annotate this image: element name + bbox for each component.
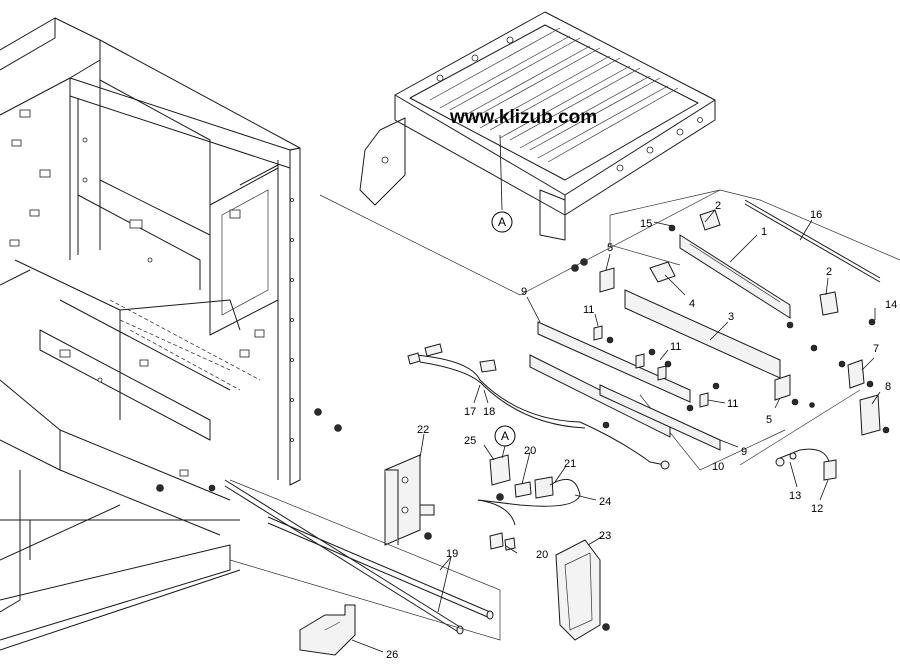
rail-screws xyxy=(571,224,890,434)
bracket-26 xyxy=(299,604,356,656)
callout-a-top: A xyxy=(491,134,513,233)
sensor-group xyxy=(477,454,581,551)
part-label-23: 23 xyxy=(599,530,611,542)
part-label-21: 21 xyxy=(564,458,576,470)
callout-a-mid: A xyxy=(494,425,516,459)
part-label-11: 11 xyxy=(670,341,681,353)
sensor-bracket-22 xyxy=(384,454,435,546)
part-label-5: 5 xyxy=(607,242,613,254)
rail-assembly xyxy=(319,189,900,481)
part-label-26: 26 xyxy=(386,649,398,661)
part-label-9: 9 xyxy=(741,446,747,458)
part-label-17: 17 xyxy=(464,406,476,418)
top-tray-assembly xyxy=(359,11,716,241)
main-frame xyxy=(0,17,432,651)
part-label-8: 8 xyxy=(885,381,891,393)
watermark-text: www.klizub.com xyxy=(449,107,597,128)
svg-text:A: A xyxy=(498,215,506,229)
part-label-20: 20 xyxy=(536,549,548,561)
part-label-18: 18 xyxy=(483,406,495,418)
part-label-24: 24 xyxy=(599,496,611,508)
part-number-labels: 1 2 2 3 4 5 5 7 8 9 9 10 11 11 11 12 13 … xyxy=(386,200,897,661)
part-label-14: 14 xyxy=(885,299,897,311)
part-label-12: 12 xyxy=(811,503,823,515)
part-label-11: 11 xyxy=(583,304,594,316)
part-label-2: 2 xyxy=(715,200,721,212)
part-label-13: 13 xyxy=(789,490,801,502)
part-label-11: 11 xyxy=(727,398,738,410)
part-label-19: 19 xyxy=(446,548,458,560)
part-label-15: 15 xyxy=(640,218,652,230)
part-label-7: 7 xyxy=(873,343,879,355)
rods-19 xyxy=(224,479,501,641)
wire-harness xyxy=(407,343,670,470)
tray-holes xyxy=(381,36,703,172)
part-label-9: 9 xyxy=(521,286,527,298)
frame-screws xyxy=(156,408,432,540)
cover-23 xyxy=(555,539,610,641)
part-label-5: 5 xyxy=(766,414,772,426)
part-label-2: 2 xyxy=(826,266,832,278)
part-label-1: 1 xyxy=(761,226,767,238)
svg-text:A: A xyxy=(501,429,509,443)
frame-holes xyxy=(9,109,294,477)
part-label-20: 20 xyxy=(524,445,536,457)
part-label-16: 16 xyxy=(810,209,822,221)
leader-lines xyxy=(351,209,881,653)
part-label-4: 4 xyxy=(689,298,695,310)
part-label-3: 3 xyxy=(728,311,734,323)
part-label-10: 10 xyxy=(712,461,724,473)
part-label-22: 22 xyxy=(417,424,429,436)
part-label-25: 25 xyxy=(464,435,476,447)
